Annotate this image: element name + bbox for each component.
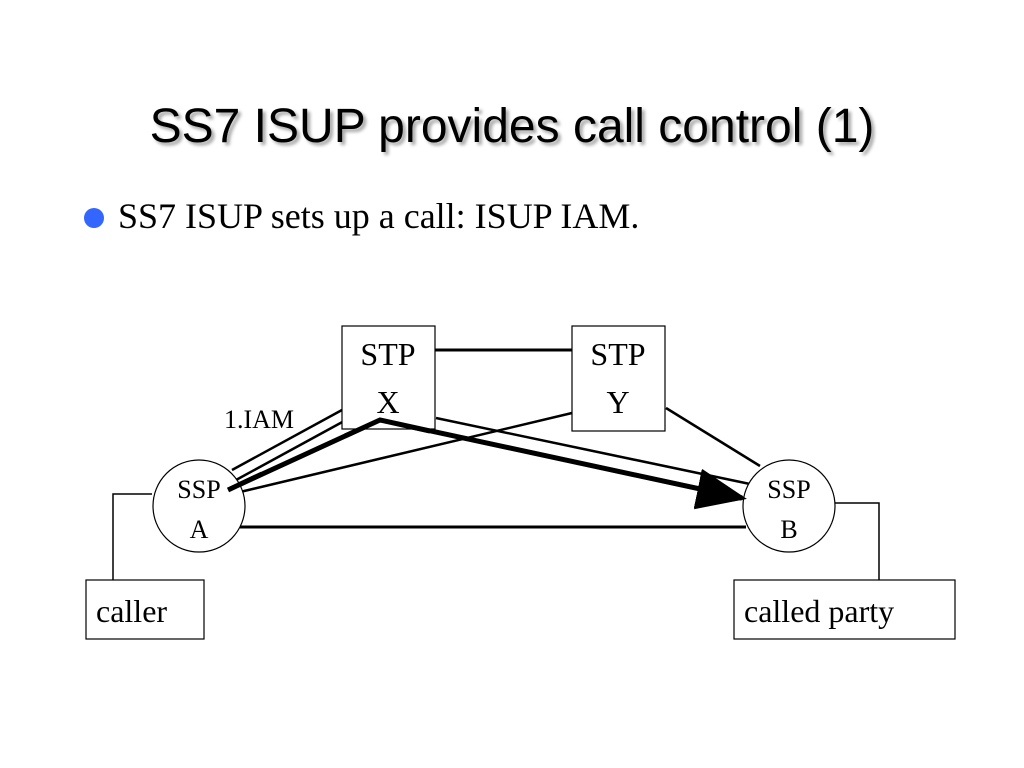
slide-title: SS7 ISUP provides call control (1) <box>149 100 875 153</box>
iam-arrow-overlay <box>343 417 431 439</box>
link-sspa-stpx-2 <box>235 418 347 482</box>
link-stpy-sspb <box>665 406 761 468</box>
bullet-text: SS7 ISUP sets up a call: ISUP IAM. <box>118 196 640 236</box>
called-party-node: called party <box>733 579 956 640</box>
stp-y-node: STP Y <box>571 325 666 432</box>
caller-node: caller <box>85 579 205 640</box>
link-sspa-stpy <box>239 411 573 494</box>
stp-y-label-line1: STP <box>590 336 645 372</box>
sspb-arrow-end <box>694 469 747 510</box>
stp-x-label-line1: STP <box>360 336 415 372</box>
ssp-a-node: SSP A <box>152 459 246 553</box>
stp-x-label-line2: X <box>376 384 399 420</box>
link-sspa-stpx-1 <box>231 408 343 472</box>
sspa-arrow-start <box>226 471 264 493</box>
bullet-item: SS7 ISUP sets up a call: ISUP IAM. <box>84 190 639 242</box>
iam-edge-label: 1.IAM <box>224 405 294 434</box>
ssp-a-label-line2: A <box>190 515 209 544</box>
bullet-dot <box>84 208 104 228</box>
link-sspb-called-party <box>834 502 880 580</box>
called-party-label: called party <box>744 593 894 629</box>
ssp-a-label-line1: SSP <box>177 475 220 504</box>
stp-x-node: STP X <box>341 325 436 430</box>
ssp-b-label-line1: SSP <box>767 475 810 504</box>
caller-label: caller <box>96 593 167 629</box>
iam-message-arrow <box>230 417 747 509</box>
link-caller-sspa <box>112 493 152 580</box>
stp-y-label-line2: Y <box>606 384 629 420</box>
ssp-b-label-line2: B <box>780 515 797 544</box>
ssp-b-node: SSP B <box>742 459 836 553</box>
